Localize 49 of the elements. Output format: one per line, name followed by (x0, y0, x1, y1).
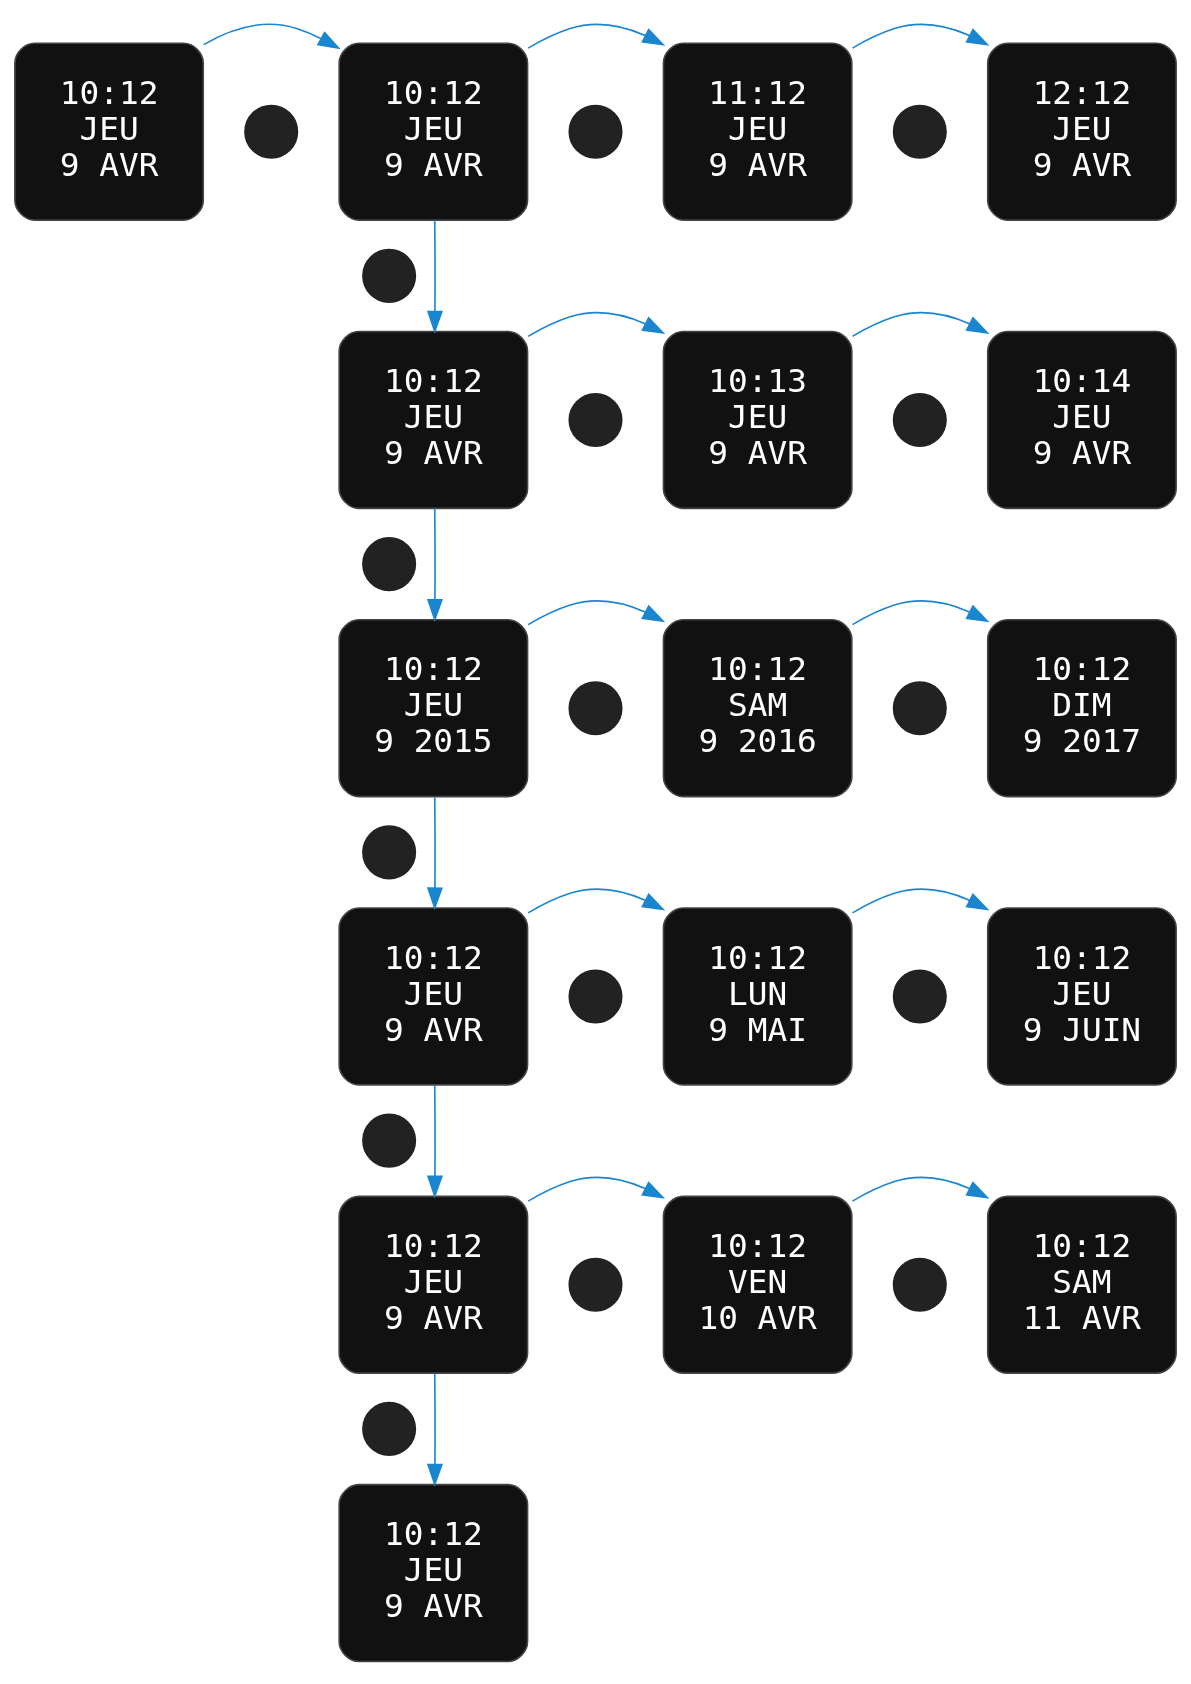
arrow (851, 311, 990, 337)
arrow (426, 795, 443, 910)
node-box: 10:12 DIM 9 2017 (986, 618, 1177, 797)
node-circle (568, 968, 623, 1024)
node-circle (362, 824, 417, 879)
node-circle (568, 392, 623, 447)
node-circle (362, 1113, 417, 1168)
node-box: 10:12 SAM 9 2016 (662, 618, 853, 797)
node-circle (892, 104, 947, 159)
node-circle (244, 104, 299, 159)
arrow (851, 23, 990, 49)
node-box: 10:12 JEU 9 AVR (338, 41, 529, 221)
node-box: 10:12 LUN 9 MAI (662, 906, 853, 1086)
node-circle (892, 680, 947, 735)
node-circle (362, 1401, 417, 1456)
node-box: 10:12 JEU 9 AVR (338, 330, 529, 509)
arrow (426, 507, 443, 622)
arrow (527, 311, 666, 337)
node-box: 10:12 JEU 9 AVR (338, 1195, 529, 1374)
node-circle (892, 392, 947, 447)
node-circle (892, 1257, 947, 1312)
arrow (851, 887, 990, 914)
arrow (426, 1083, 443, 1198)
arrow (426, 219, 443, 334)
arrow (527, 1176, 666, 1202)
node-circle (362, 536, 417, 591)
node-box: 10:12 JEU 9 AVR (338, 906, 529, 1086)
arrow (202, 23, 341, 49)
arrow (527, 23, 666, 49)
node-circle (568, 104, 623, 159)
node-box: 11:12 JEU 9 AVR (662, 41, 853, 221)
node-box: 10:12 VEN 10 AVR (662, 1195, 853, 1374)
arrow (426, 1372, 443, 1487)
node-box: 10:12 JEU 9 AVR (338, 1483, 529, 1662)
arrow (851, 599, 990, 625)
arrow (527, 887, 666, 914)
arrow (851, 1176, 990, 1202)
node-circle (568, 1257, 623, 1312)
node-box: 10:12 SAM 11 AVR (986, 1195, 1177, 1374)
node-box: 10:12 JEU 9 AVR (14, 41, 205, 221)
node-box: 10:14 JEU 9 AVR (986, 330, 1177, 509)
node-circle (362, 248, 417, 303)
node-box: 10:12 JEU 9 JUIN (986, 906, 1177, 1086)
node-circle (568, 680, 623, 735)
node-box: 10:13 JEU 9 AVR (662, 330, 853, 509)
node-box: 12:12 JEU 9 AVR (986, 41, 1177, 221)
node-box: 10:12 JEU 9 2015 (338, 618, 529, 797)
node-circle (892, 968, 947, 1024)
arrow (527, 599, 666, 625)
